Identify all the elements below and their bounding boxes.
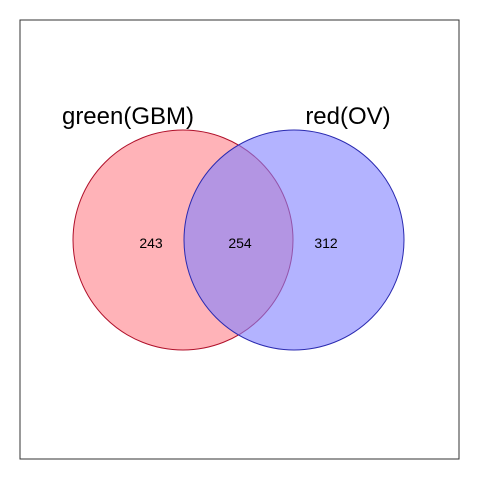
set-circle-ov <box>183 129 405 351</box>
plot-frame <box>19 19 460 460</box>
count-ov-only: 312 <box>314 235 338 251</box>
count-intersection: 254 <box>228 235 252 251</box>
count-gbm-only: 243 <box>139 235 163 251</box>
set-label-gbm: green(GBM) <box>62 103 194 130</box>
set-label-ov: red(OV) <box>305 103 390 130</box>
